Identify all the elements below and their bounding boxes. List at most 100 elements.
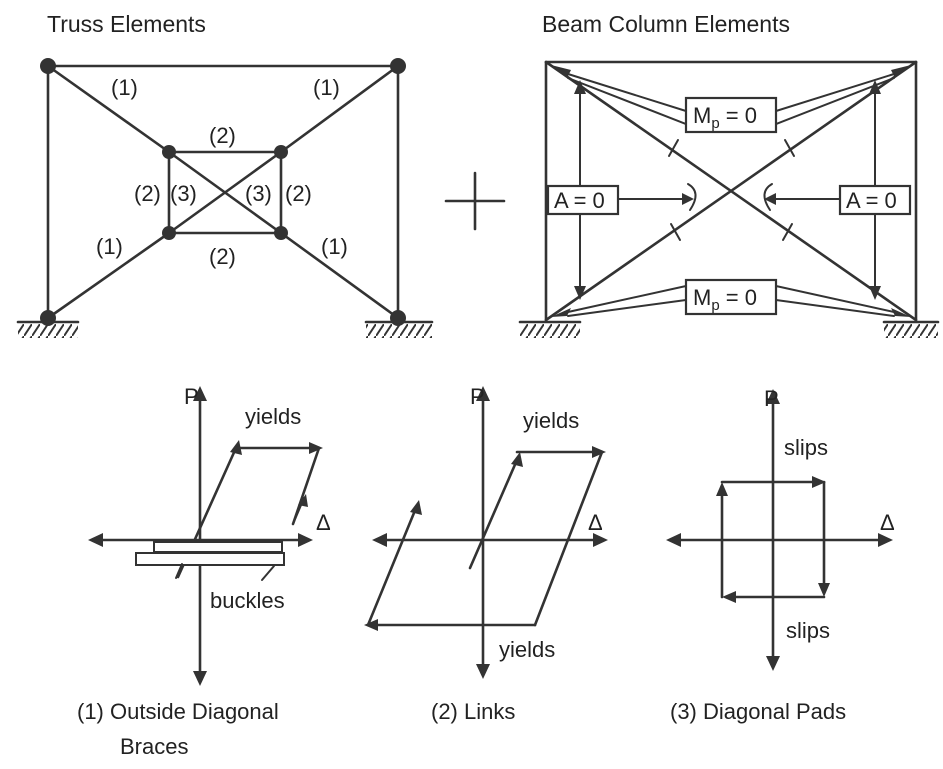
support-hatch-icon bbox=[520, 324, 580, 338]
caption-links: (2) Links bbox=[431, 699, 515, 724]
truss-node bbox=[40, 58, 56, 74]
annotation-yields: yields bbox=[245, 404, 301, 429]
mp-top-subscript: p bbox=[711, 115, 719, 132]
leader-arrowhead-icon bbox=[869, 80, 881, 94]
area-right-label: A = 0 bbox=[846, 188, 897, 213]
annotation-slips-bottom: slips bbox=[786, 618, 830, 643]
mp-bottom-subscript: p bbox=[711, 297, 719, 314]
arrow-down-icon bbox=[766, 656, 780, 671]
beam-column-frame bbox=[544, 60, 918, 322]
axis-label-displacement: Δ bbox=[880, 510, 895, 535]
truss-node bbox=[40, 310, 56, 326]
arrow-right-icon bbox=[298, 533, 313, 547]
arrowhead-icon bbox=[812, 476, 826, 488]
arrow-up-icon bbox=[193, 386, 207, 401]
member-label-link: (2) bbox=[209, 244, 236, 269]
pad-curl-icon bbox=[763, 183, 773, 211]
bc-hinge-ticks bbox=[668, 139, 795, 241]
buckling-band-lower bbox=[135, 552, 285, 566]
caption-diagonal-pads: (3) Diagonal Pads bbox=[670, 699, 846, 724]
truss-node bbox=[274, 226, 288, 240]
arrowhead-icon bbox=[818, 583, 830, 597]
mp-top-symbol: M bbox=[693, 103, 711, 128]
truss-frame bbox=[46, 64, 400, 320]
truss-pad-diagonal-b bbox=[167, 150, 283, 235]
member-label-diagonal-pad: (3) bbox=[170, 181, 197, 206]
axis-label-displacement: Δ bbox=[588, 510, 603, 535]
hysteresis-diagonal-pads: P Δ slips slips (3) Diagonal Pads bbox=[666, 386, 895, 724]
truss-brace-bottom-left bbox=[46, 231, 171, 320]
arrowhead-icon bbox=[722, 591, 736, 603]
truss-node bbox=[162, 226, 176, 240]
mp-bottom-leader-left bbox=[567, 284, 687, 317]
arrow-right-icon bbox=[593, 533, 608, 547]
arrow-left-icon bbox=[372, 533, 387, 547]
svg-text:Mp = 0: Mp = 0 bbox=[693, 285, 757, 314]
hinge-tick-icon bbox=[782, 223, 793, 241]
support-hatch-icon bbox=[884, 324, 938, 338]
annotation-slips-top: slips bbox=[784, 435, 828, 460]
mp-bottom-symbol: M bbox=[693, 285, 711, 310]
arrowhead-icon bbox=[410, 500, 422, 515]
member-label-link: (2) bbox=[285, 181, 312, 206]
member-label-outside-brace: (1) bbox=[96, 234, 123, 259]
beam-column-panel: Beam Column Elements bbox=[518, 11, 940, 338]
arrowhead-icon bbox=[511, 452, 523, 467]
truss-node bbox=[390, 310, 406, 326]
hysteresis-links: P Δ yields yields (2) Links bbox=[364, 384, 608, 724]
truss-fixed-supports bbox=[16, 320, 434, 338]
annotation-buckles: buckles bbox=[210, 588, 285, 613]
mp-top-leader-left bbox=[567, 73, 687, 126]
bc-fixed-supports bbox=[518, 320, 940, 338]
axis-label-force: P bbox=[470, 384, 485, 409]
leader-arrowhead-icon bbox=[551, 65, 571, 78]
truss-member-labels: (1) (1) (1) (1) (2) (2) (2) (2) (3) (3) bbox=[96, 75, 348, 269]
leader-arrowhead-icon bbox=[574, 286, 586, 300]
reload-branch bbox=[366, 506, 418, 627]
truss-elements-panel: Truss Elements bbox=[16, 11, 434, 338]
bc-diagonal-b bbox=[544, 60, 918, 322]
truss-brace-bottom-right bbox=[279, 231, 400, 320]
leader-arrowhead-icon bbox=[891, 308, 911, 317]
buckle-tick bbox=[175, 563, 183, 579]
unload-branch bbox=[533, 450, 604, 627]
truss-node bbox=[390, 58, 406, 74]
arrowhead-icon bbox=[309, 442, 323, 454]
area-right-box: A = 0 bbox=[838, 184, 912, 216]
arrow-down-icon bbox=[476, 664, 490, 679]
elastic-branch bbox=[468, 458, 519, 570]
leader-arrowhead-icon bbox=[574, 80, 586, 94]
area-left-label: A = 0 bbox=[554, 188, 605, 213]
hysteresis-outside-braces: P Δ yields buckles (1) Outside Diagonal … bbox=[77, 384, 331, 759]
buckles-leader bbox=[261, 565, 275, 581]
plus-sign-icon bbox=[444, 171, 506, 231]
arrow-up-icon bbox=[476, 386, 490, 401]
annotation-yields-bottom: yields bbox=[499, 637, 555, 662]
hinge-tick-icon bbox=[784, 139, 795, 157]
support-hatch-icon bbox=[18, 324, 78, 338]
caption-outside-braces-line1: (1) Outside Diagonal bbox=[77, 699, 279, 724]
arrow-down-icon bbox=[193, 671, 207, 686]
member-label-outside-brace: (1) bbox=[313, 75, 340, 100]
truss-brace-top-left bbox=[46, 64, 171, 154]
axis-label-force: P bbox=[764, 386, 779, 411]
truss-node bbox=[162, 145, 176, 159]
arrowhead-icon bbox=[298, 494, 308, 507]
pad-curl-icon bbox=[687, 183, 697, 211]
truss-nodes bbox=[40, 58, 406, 326]
support-hatch-icon bbox=[366, 324, 432, 338]
leader-arrowhead-icon bbox=[869, 286, 881, 300]
truss-node bbox=[274, 145, 288, 159]
arrow-right-icon bbox=[878, 533, 893, 547]
arrowhead-icon bbox=[364, 619, 378, 631]
beam-column-title: Beam Column Elements bbox=[542, 11, 790, 37]
annotation-yields-top: yields bbox=[523, 408, 579, 433]
member-label-outside-brace: (1) bbox=[321, 234, 348, 259]
buckling-band-upper bbox=[153, 541, 283, 553]
member-label-outside-brace: (1) bbox=[111, 75, 138, 100]
truss-link-square bbox=[167, 150, 283, 235]
member-label-diagonal-pad: (3) bbox=[245, 181, 272, 206]
caption-outside-braces-line2: Braces bbox=[120, 734, 188, 759]
arrowhead-icon bbox=[716, 482, 728, 496]
